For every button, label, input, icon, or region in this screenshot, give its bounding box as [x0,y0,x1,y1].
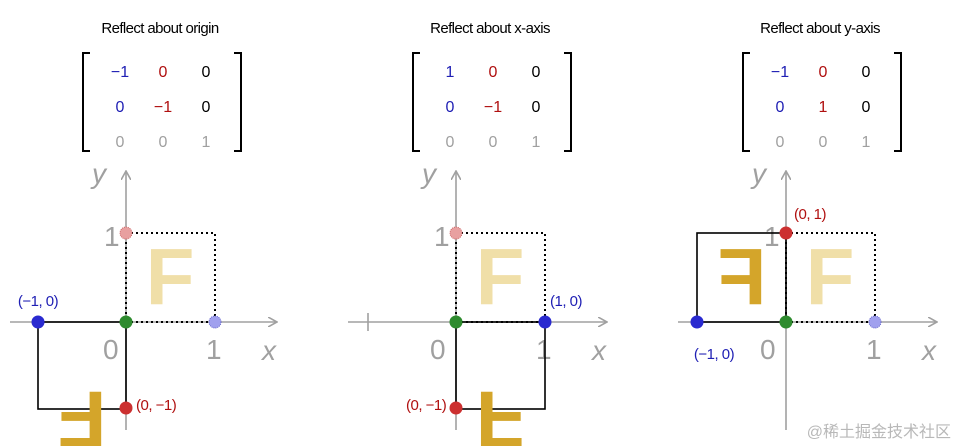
reflected-glyph: F [58,375,107,446]
matrix-bracket-left [412,52,420,152]
origin-label: 0 [430,334,446,365]
y-axis-label: y [90,158,108,189]
point-icon [31,315,45,329]
matrix-cell: 1 [531,134,541,151]
matrix-cell: 0 [818,64,828,81]
watermark: @稀土掘金技术社区 [806,424,951,441]
matrix-bracket-left [82,52,90,152]
transform-matrix: −1 0 0 0 −1 0 0 0 1 [82,52,242,152]
point-label: (0, −1) [406,397,447,414]
matrix-cell: 0 [445,134,455,151]
matrix-cell: 0 [488,134,498,151]
point-label: (1, 0) [550,293,583,310]
origin-point-icon [779,315,793,329]
matrix-cell: 1 [201,134,211,151]
reflection-diagram: y x 0 1 1 F F (1, 0) (0, −1) [348,158,650,446]
x-tick-one: 1 [536,334,552,365]
faded-point-icon [868,315,882,329]
point-label: (−1, 0) [694,346,735,363]
matrix-cell: 0 [818,134,828,151]
matrix-cell: 0 [531,64,541,81]
matrix-cell: 0 [201,64,211,81]
point-label: (0, 1) [794,206,827,223]
matrix-cell: 0 [445,99,455,116]
original-square [455,232,546,323]
y-axis-label: y [420,158,438,189]
matrix-bracket-right [234,52,242,152]
matrix-bracket-right [564,52,572,152]
x-tick-one: 1 [206,334,222,365]
x-axis-label: x [260,335,277,366]
reflected-glyph: F [476,375,525,446]
transform-matrix: 1 0 0 0 −1 0 0 0 1 [412,52,572,152]
point-label: (−1, 0) [18,293,59,310]
point-icon [779,226,793,240]
panel-title: Reflect about y-axis [760,20,880,37]
matrix-cell: 1 [445,64,455,81]
matrix-bracket-right [894,52,902,152]
matrix-cell: 1 [818,99,828,116]
y-axis-label: y [750,158,768,189]
origin-label: 0 [760,334,776,365]
faded-point-icon [119,226,133,240]
x-axis-label: x [920,335,937,366]
original-glyph: F [806,232,855,321]
matrix-cell: 0 [861,99,871,116]
reflected-glyph: F [718,232,767,321]
matrix-cell: 0 [775,99,785,116]
matrix-cell: −1 [770,64,790,81]
transform-matrix: −1 0 0 0 1 0 0 0 1 [742,52,902,152]
matrix-cell: 1 [861,134,871,151]
matrix-cell: 0 [158,64,168,81]
reflected-square [455,321,546,410]
panel-title: Reflect about origin [101,20,219,37]
panel-reflect-origin: Reflect about origin −1 0 0 0 −1 0 0 0 1… [0,0,320,446]
point-icon [690,315,704,329]
reflection-diagram: y x 0 1 1 F F (−1, 0) (0, −1) [10,158,320,446]
y-tick-one: 1 [764,221,780,252]
matrix-cell: −1 [110,64,130,81]
x-axis-label: x [590,335,607,366]
panel-reflect-y-axis: Reflect about y-axis −1 0 0 0 1 0 0 0 1 … [660,0,959,446]
original-glyph: F [146,232,195,321]
matrix-cell: 0 [775,134,785,151]
point-label: (0, −1) [136,397,177,414]
matrix-cell: 0 [158,134,168,151]
origin-point-icon [119,315,133,329]
matrix-cell: 0 [115,99,125,116]
matrix-cell: 0 [861,64,871,81]
panel-title: Reflect about x-axis [430,20,550,37]
matrix-cell: −1 [153,99,173,116]
matrix-cell: 0 [115,134,125,151]
faded-point-icon [449,226,463,240]
faded-point-icon [208,315,222,329]
matrix-cell: −1 [483,99,503,116]
point-icon [119,401,133,415]
original-glyph: F [476,232,525,321]
matrix-cell: 0 [201,99,211,116]
y-tick-one: 1 [434,221,450,252]
matrix-cell: 0 [531,99,541,116]
origin-label: 0 [103,334,119,365]
matrix-bracket-left [742,52,750,152]
point-icon [538,315,552,329]
x-tick-one: 1 [866,334,882,365]
reflection-diagram: y x 0 1 1 F F (0, 1) (−1, 0) [678,158,959,430]
origin-point-icon [449,315,463,329]
matrix-cell: 0 [488,64,498,81]
panel-reflect-x-axis: Reflect about x-axis 1 0 0 0 −1 0 0 0 1 … [330,0,650,446]
reflected-square [696,232,787,323]
reflected-square [37,321,127,410]
point-icon [449,401,463,415]
y-tick-one: 1 [104,221,120,252]
original-square [125,232,216,323]
